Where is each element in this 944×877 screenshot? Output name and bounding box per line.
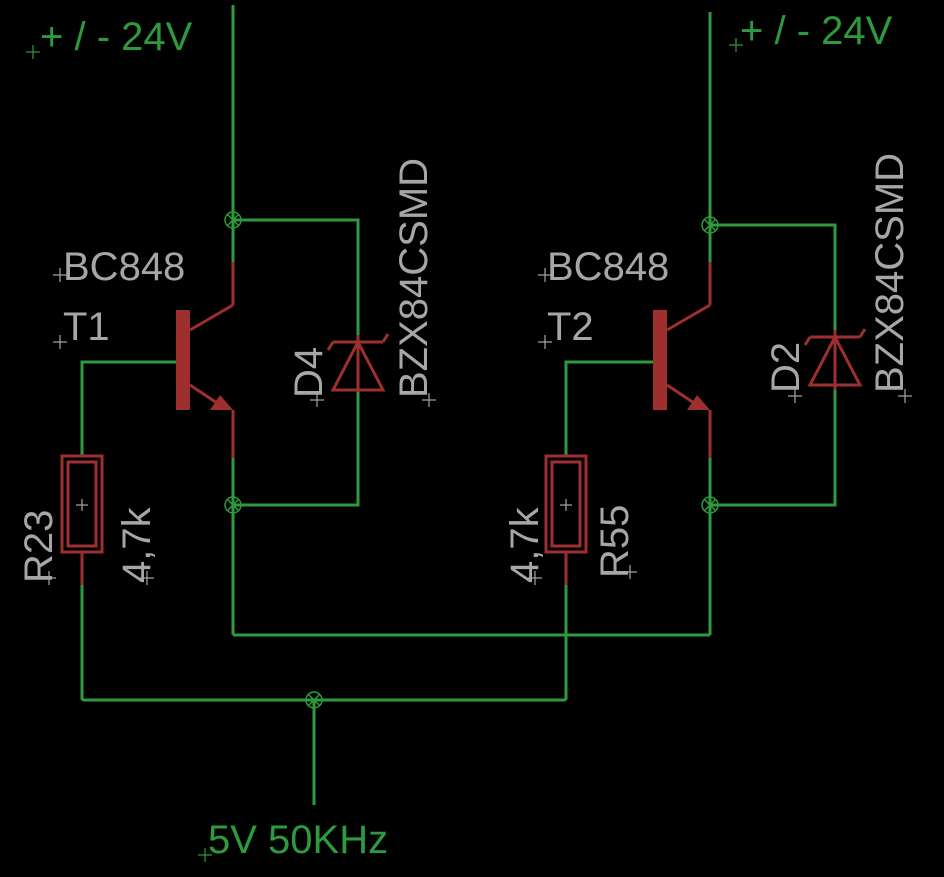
net-d4-anode <box>233 392 360 507</box>
junction-dot <box>224 496 242 514</box>
r55-name-label: R55 <box>593 505 637 578</box>
d4-value-label: BZX84CSMD <box>392 158 436 398</box>
junctions <box>224 211 719 709</box>
r23-name-label: R23 <box>17 510 61 583</box>
t2-value-label: BC848 <box>547 245 669 289</box>
net-d2-anode <box>710 390 837 507</box>
r55-value-label: 4,7k <box>503 506 547 583</box>
r23-value-label: 4,7k <box>115 506 159 583</box>
supply-right-label: + / - 24V <box>740 9 893 53</box>
net-t1-base <box>80 360 180 456</box>
input-label: 5V 50KHz <box>208 818 388 862</box>
t2-base-bar <box>653 310 667 410</box>
zener-d2 <box>803 328 867 390</box>
transistor-t2 <box>653 262 712 458</box>
net-t2-base <box>564 360 655 456</box>
t2-name-label: T2 <box>547 305 594 349</box>
d4-name-label: D4 <box>287 347 331 398</box>
resistor-r23 <box>60 454 104 585</box>
nets <box>80 5 837 805</box>
t1-name-label: T1 <box>63 305 110 349</box>
transistor-t1 <box>176 262 235 458</box>
d2-value-label: BZX84CSMD <box>868 153 912 393</box>
junction-dot <box>701 496 719 514</box>
junction-dot <box>305 691 323 709</box>
net-d2-cathode <box>710 223 837 335</box>
t1-value-label: BC848 <box>63 245 185 289</box>
net-d4-cathode <box>233 218 360 340</box>
resistor-r55 <box>544 454 588 585</box>
zener-d4 <box>326 333 390 392</box>
junction-dot <box>224 211 242 229</box>
junction-dot <box>701 216 719 234</box>
d2-name-label: D2 <box>764 342 808 393</box>
origin-marks <box>26 38 912 862</box>
supply-left-label: + / - 24V <box>40 15 193 59</box>
t1-base-bar <box>176 310 190 410</box>
